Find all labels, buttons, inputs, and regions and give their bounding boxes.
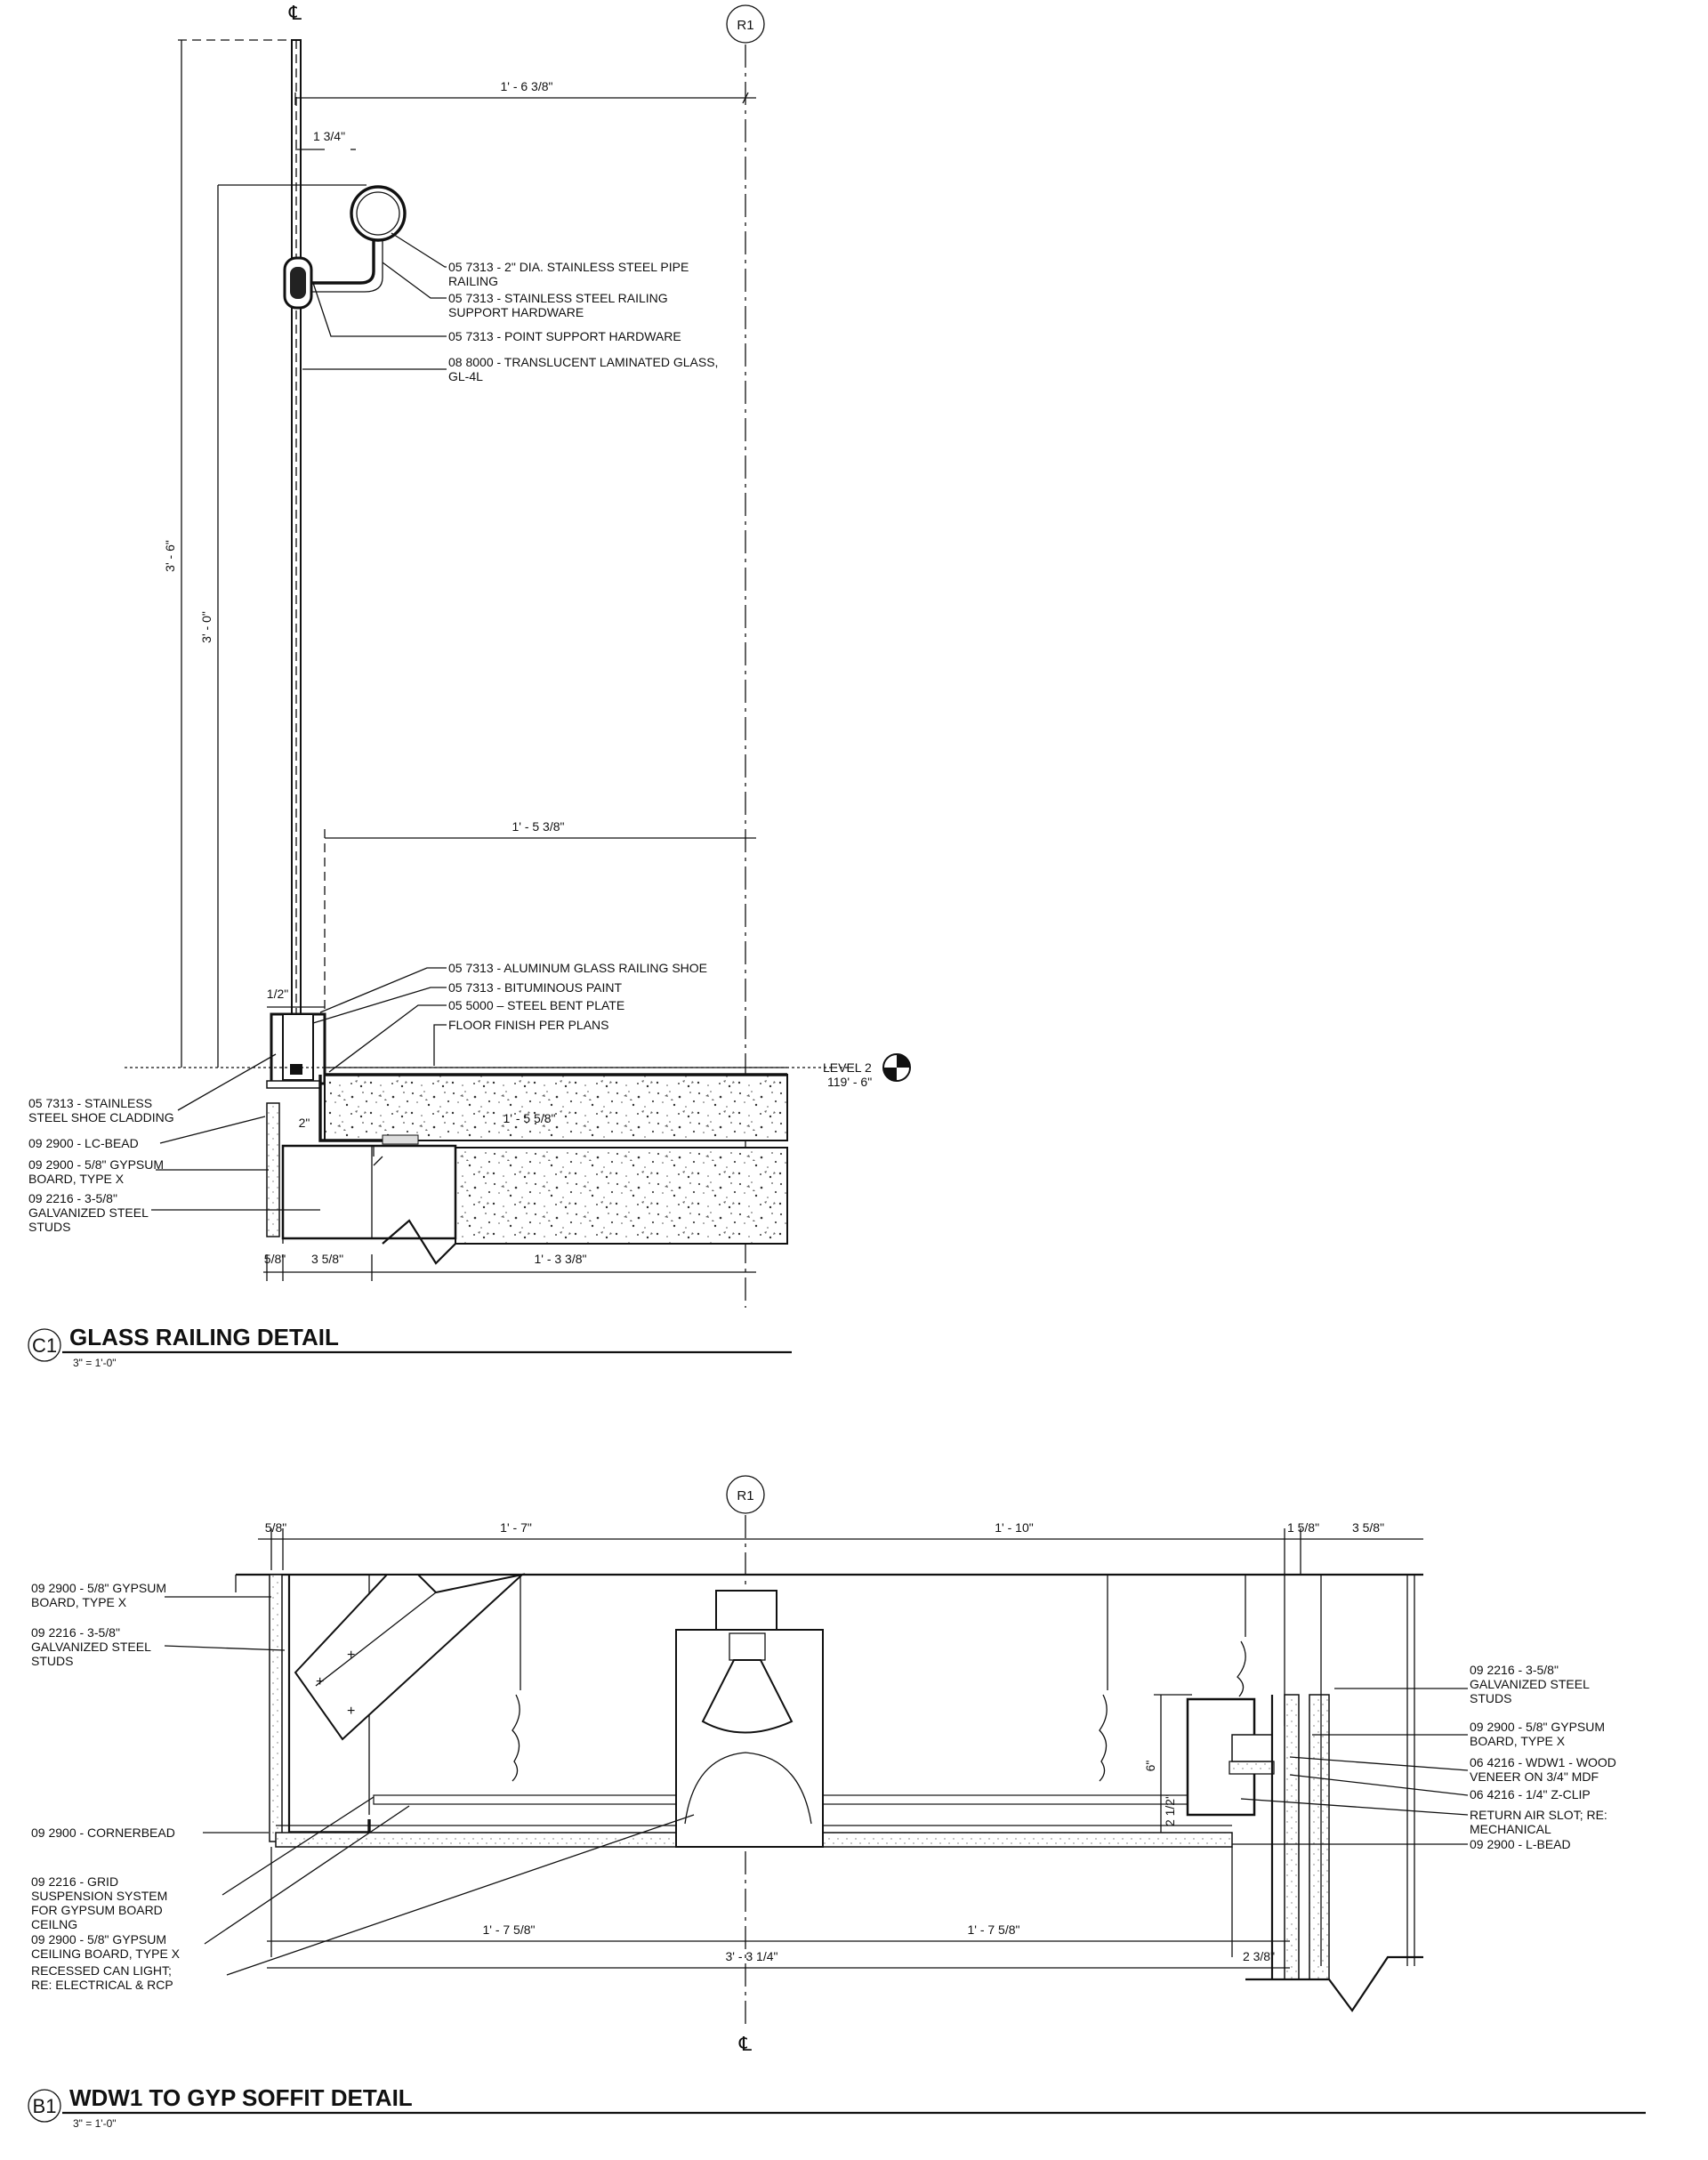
title-b1: B1 WDW1 TO GYP SOFFIT DETAIL 3" = 1'-0" [28, 2084, 1646, 2130]
svg-text:R1: R1 [737, 1488, 753, 1503]
dim-b1-bottom-a: 1' - 7 5/8" [482, 1922, 535, 1937]
note-steel-bent-plate: 05 5000 – STEEL BENT PLATE [448, 998, 624, 1012]
centerline-symbol-b1: ℄ [738, 2033, 753, 2055]
notes-c1-lower-right: 05 7313 - ALUMINUM GLASS RAILING SHOE 05… [448, 961, 707, 1032]
dim-b1-vert-b: 2 1/2" [1163, 1794, 1177, 1826]
detail-c1: ℄ R1 1 3/4" 1' - 6 3/8" [28, 2, 911, 1369]
dim-overall-width: 1' - 6 3/8" [500, 79, 552, 93]
scale-b1: 3" = 1'-0" [73, 2117, 117, 2130]
grid-bubble-r1-top: R1 [726, 4, 765, 44]
note-b1-return-air: RETURN AIR SLOT; RE:MECHANICAL [1470, 1808, 1607, 1836]
dim-b1-top-b: 1' - 7" [500, 1520, 532, 1535]
svg-text:+: + [347, 1704, 355, 1719]
dim-b1-bottom-b: 1' - 7 5/8" [967, 1922, 1019, 1937]
svg-text:R1: R1 [737, 18, 753, 33]
note-b1-l-bead: 09 2900 - L-BEAD [1470, 1837, 1571, 1851]
note-b1-cornerbead: 09 2900 - CORNERBEAD [31, 1826, 175, 1840]
concrete-slab [324, 1067, 788, 1245]
leaders-c1-lower [312, 967, 447, 1073]
dims-b1-bottom [267, 1847, 1290, 1969]
dim-bottom-a: 5/8" [264, 1252, 286, 1266]
note-b1-can-light: RECESSED CAN LIGHT;RE: ELECTRICAL & RCP [31, 1963, 173, 1992]
hanger-wires [512, 1575, 1246, 1782]
leaders-c1-top [302, 232, 447, 370]
detail-b1: R1 ℄ 5/8" 1' - 7" 1' - 10" 1 5/8" 3 5/8" [28, 1475, 1646, 2130]
dim-bottom-c: 1' - 3 3/8" [534, 1252, 586, 1266]
badge-b1: B1 [33, 2095, 57, 2117]
leaders-b1-right [1232, 1688, 1469, 1845]
note-lc-bead: 09 2900 - LC-BEAD [28, 1136, 139, 1150]
dim-b1-top-a: 5/8" [265, 1520, 286, 1535]
title-b1-text: WDW1 TO GYP SOFFIT DETAIL [69, 2084, 413, 2111]
level-elevation: 119' - 6" [827, 1075, 872, 1089]
dim-height-total: 3' - 6" [163, 540, 177, 572]
level-marker [882, 1053, 911, 1082]
gypsum-ceiling [275, 1794, 1233, 1848]
dim-b1-top-d: 1 5/8" [1287, 1520, 1319, 1535]
dim-lower-width: 1' - 5 3/8" [512, 819, 564, 834]
grid-bubble-r1-bottom: R1 [726, 1475, 765, 1514]
dim-bottom-b: 3 5/8" [311, 1252, 343, 1266]
dim-b1-vert-a: 6" [1143, 1761, 1157, 1772]
steel-bent-plate [318, 1075, 419, 1145]
right-stud-wall [1245, 1575, 1423, 2012]
dim-offset: 1 3/4" [313, 129, 345, 143]
recessed-can-light [675, 1590, 824, 1848]
note-glass-railing-shoe: 05 7313 - ALUMINUM GLASS RAILING SHOE [448, 961, 707, 975]
centerline-symbol: ℄ [288, 2, 302, 24]
note-laminated-glass: 08 8000 - TRANSLUCENT LAMINATED GLASS,GL… [448, 355, 718, 383]
wdw1-wood-veneer [1186, 1697, 1275, 1817]
scale-c1: 3" = 1'-0" [73, 1357, 117, 1369]
dim-b1-bottom-c: 2 3/8" [1243, 1949, 1275, 1963]
railing-shoe [266, 1012, 326, 1089]
diagonal-steel-beam: + + + [294, 1573, 526, 1741]
dim-b1-top-c: 1' - 10" [995, 1520, 1033, 1535]
note-b1-z-clip: 06 4216 - 1/4" Z-CLIP [1470, 1787, 1591, 1801]
badge-c1: C1 [32, 1334, 57, 1357]
svg-text:+: + [347, 1648, 355, 1663]
stud-wall-c1 [266, 1102, 457, 1265]
dim-shoe-width: 1/2" [267, 987, 288, 1001]
dim-shoe-depth: 2" [299, 1116, 310, 1130]
level-name: LEVEL 2 [823, 1060, 872, 1075]
note-point-support: 05 7313 - POINT SUPPORT HARDWARE [448, 329, 681, 343]
dim-height-rail: 3' - 0" [199, 611, 214, 643]
point-support-hardware [283, 256, 313, 310]
handrail-pipe [311, 185, 407, 293]
note-floor-finish: FLOOR FINISH PER PLANS [448, 1018, 608, 1032]
svg-text:+: + [316, 1674, 324, 1689]
dim-b1-bottom-total: 3' - 3 1/4" [725, 1949, 777, 1963]
leaders-c1-left [151, 1053, 320, 1211]
glass-panel [291, 39, 302, 1082]
title-c1: C1 GLASS RAILING DETAIL 3" = 1'-0" [28, 1324, 792, 1369]
note-bituminous-paint: 05 7313 - BITUMINOUS PAINT [448, 980, 622, 995]
title-c1-text: GLASS RAILING DETAIL [69, 1324, 339, 1350]
leaders-b1-left [164, 1596, 695, 1976]
dim-b1-top-e: 3 5/8" [1352, 1520, 1384, 1535]
dim-slab-width: 1' - 5 5/8" [503, 1111, 555, 1125]
